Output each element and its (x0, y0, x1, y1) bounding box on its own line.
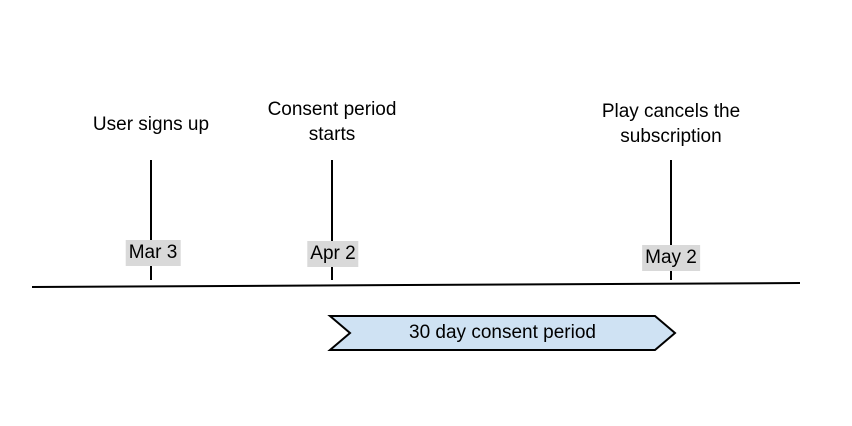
event-tick-line (331, 160, 333, 280)
event-date-badge-apr-2: Apr 2 (307, 241, 359, 267)
event-tick-line (150, 160, 152, 280)
event-date-badge-mar-3: Mar 3 (125, 240, 181, 266)
event-tick-line (670, 160, 672, 280)
event-label-play-cancels-subscription: Play cancels the subscription (601, 101, 741, 147)
event-date-badge-may-2: May 2 (642, 245, 700, 271)
consent-period-banner-label: 30 day consent period (409, 322, 596, 343)
event-label-user-signs-up: User signs up (92, 114, 210, 135)
consent-period-banner-shape (327, 315, 677, 351)
event-label-consent-period-starts: Consent period starts (267, 99, 397, 145)
timeline-axis-line (31, 282, 801, 288)
